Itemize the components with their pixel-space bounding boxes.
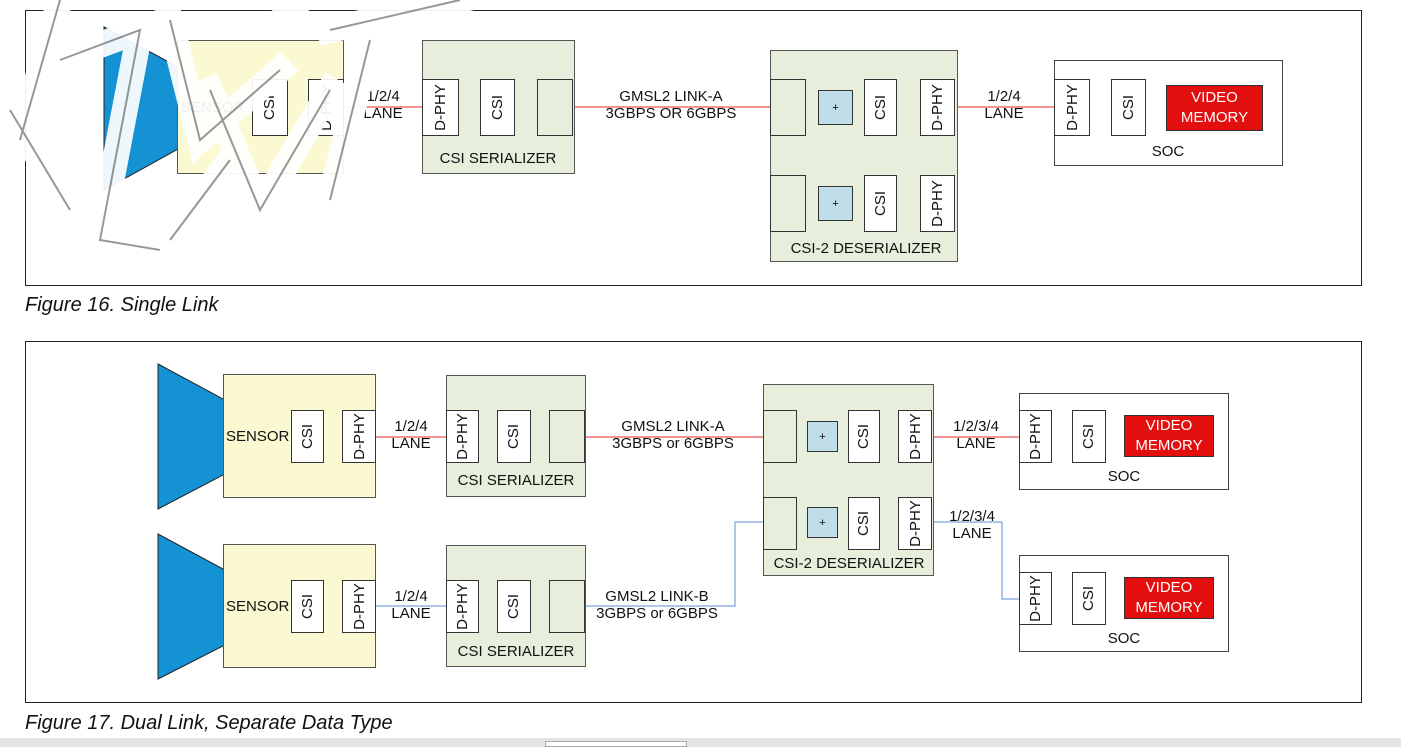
viewer-toolbar xyxy=(0,738,1401,747)
fig16-adder-a: + xyxy=(818,90,853,125)
fig16-soc-dphy: D-PHY xyxy=(1054,79,1090,136)
sensor-triangle-a xyxy=(157,363,226,510)
figure-17-caption: Figure 17. Dual Link, Separate Data Type xyxy=(25,712,393,734)
fig16-deser-transceiver-b xyxy=(770,175,806,232)
fig17-ser-a-dphy: D-PHY xyxy=(446,410,479,463)
fig17-ser-a-csi: CSI xyxy=(497,410,531,463)
page-number-input[interactable] xyxy=(545,741,687,747)
fig16-adder-b: + xyxy=(818,186,853,221)
fig17-soc-a-dphy: D-PHY xyxy=(1019,410,1052,463)
fig16-deser-dphy-a: D-PHY xyxy=(920,79,955,136)
fig17-deserializer-label: CSI-2 DESERIALIZER xyxy=(773,555,925,572)
fig16-ser-dphy: D-PHY xyxy=(422,79,459,136)
fig17-soc-a-csi: CSI xyxy=(1072,410,1106,463)
fig17-ser-b-csi: CSI xyxy=(497,580,531,633)
fig16-ser-csi: CSI xyxy=(480,79,515,136)
fig17-deser-dphy-a: D-PHY xyxy=(898,410,932,463)
fig17-sensor-b-label: SENSOR xyxy=(226,598,290,615)
fig16-deser-csi-b: CSI xyxy=(864,175,897,232)
fig17-sensor-a-label: SENSOR xyxy=(226,428,290,445)
sensor-triangle-b xyxy=(157,533,226,680)
fig17-deser-transceiver-a xyxy=(763,410,797,463)
fig17-ser-b-transceiver xyxy=(549,580,585,633)
fig16-deser-transceiver-a xyxy=(770,79,806,136)
fig17-deser-dphy-b: D-PHY xyxy=(898,497,932,550)
fig17-deser-transceiver-b xyxy=(763,497,797,550)
figure-16-caption: Figure 16. Single Link xyxy=(25,294,219,316)
fig17-deser-csi-b: CSI xyxy=(848,497,880,550)
fig17-adder-a: + xyxy=(807,421,838,452)
fig17-serializer-a-label: CSI SERIALIZER xyxy=(457,472,575,489)
fig16-deser-dphy-b: D-PHY xyxy=(920,175,955,232)
fig17-sensor-a-dphy: D-PHY xyxy=(342,410,376,463)
fig17-soc-b-dphy: D-PHY xyxy=(1019,572,1052,625)
fig17-sensor-b-dphy: D-PHY xyxy=(342,580,376,633)
fig17-soc-a-label: SOC xyxy=(1107,468,1141,485)
fig17-sensor-b-csi: CSI xyxy=(291,580,324,633)
fig16-ser-transceiver xyxy=(537,79,573,136)
fig17-soc-b-label: SOC xyxy=(1107,630,1141,647)
fig16-deserializer-label: CSI-2 DESERIALIZER xyxy=(790,240,942,257)
fig17-sensor-a-csi: CSI xyxy=(291,410,324,463)
fig17-deser-csi-a: CSI xyxy=(848,410,880,463)
fig16-deser-csi-a: CSI xyxy=(864,79,897,136)
fig17-ser-b-dphy: D-PHY xyxy=(446,580,479,633)
fig16-serializer-label: CSI SERIALIZER xyxy=(439,150,557,167)
fig16-soc-csi: CSI xyxy=(1111,79,1146,136)
fig17-ser-a-transceiver xyxy=(549,410,585,463)
fig17-soc-b-csi: CSI xyxy=(1072,572,1106,625)
fig17-adder-b: + xyxy=(807,507,838,538)
fig17-serializer-b-label: CSI SERIALIZER xyxy=(457,643,575,660)
fig16-soc-label: SOC xyxy=(1151,143,1185,160)
